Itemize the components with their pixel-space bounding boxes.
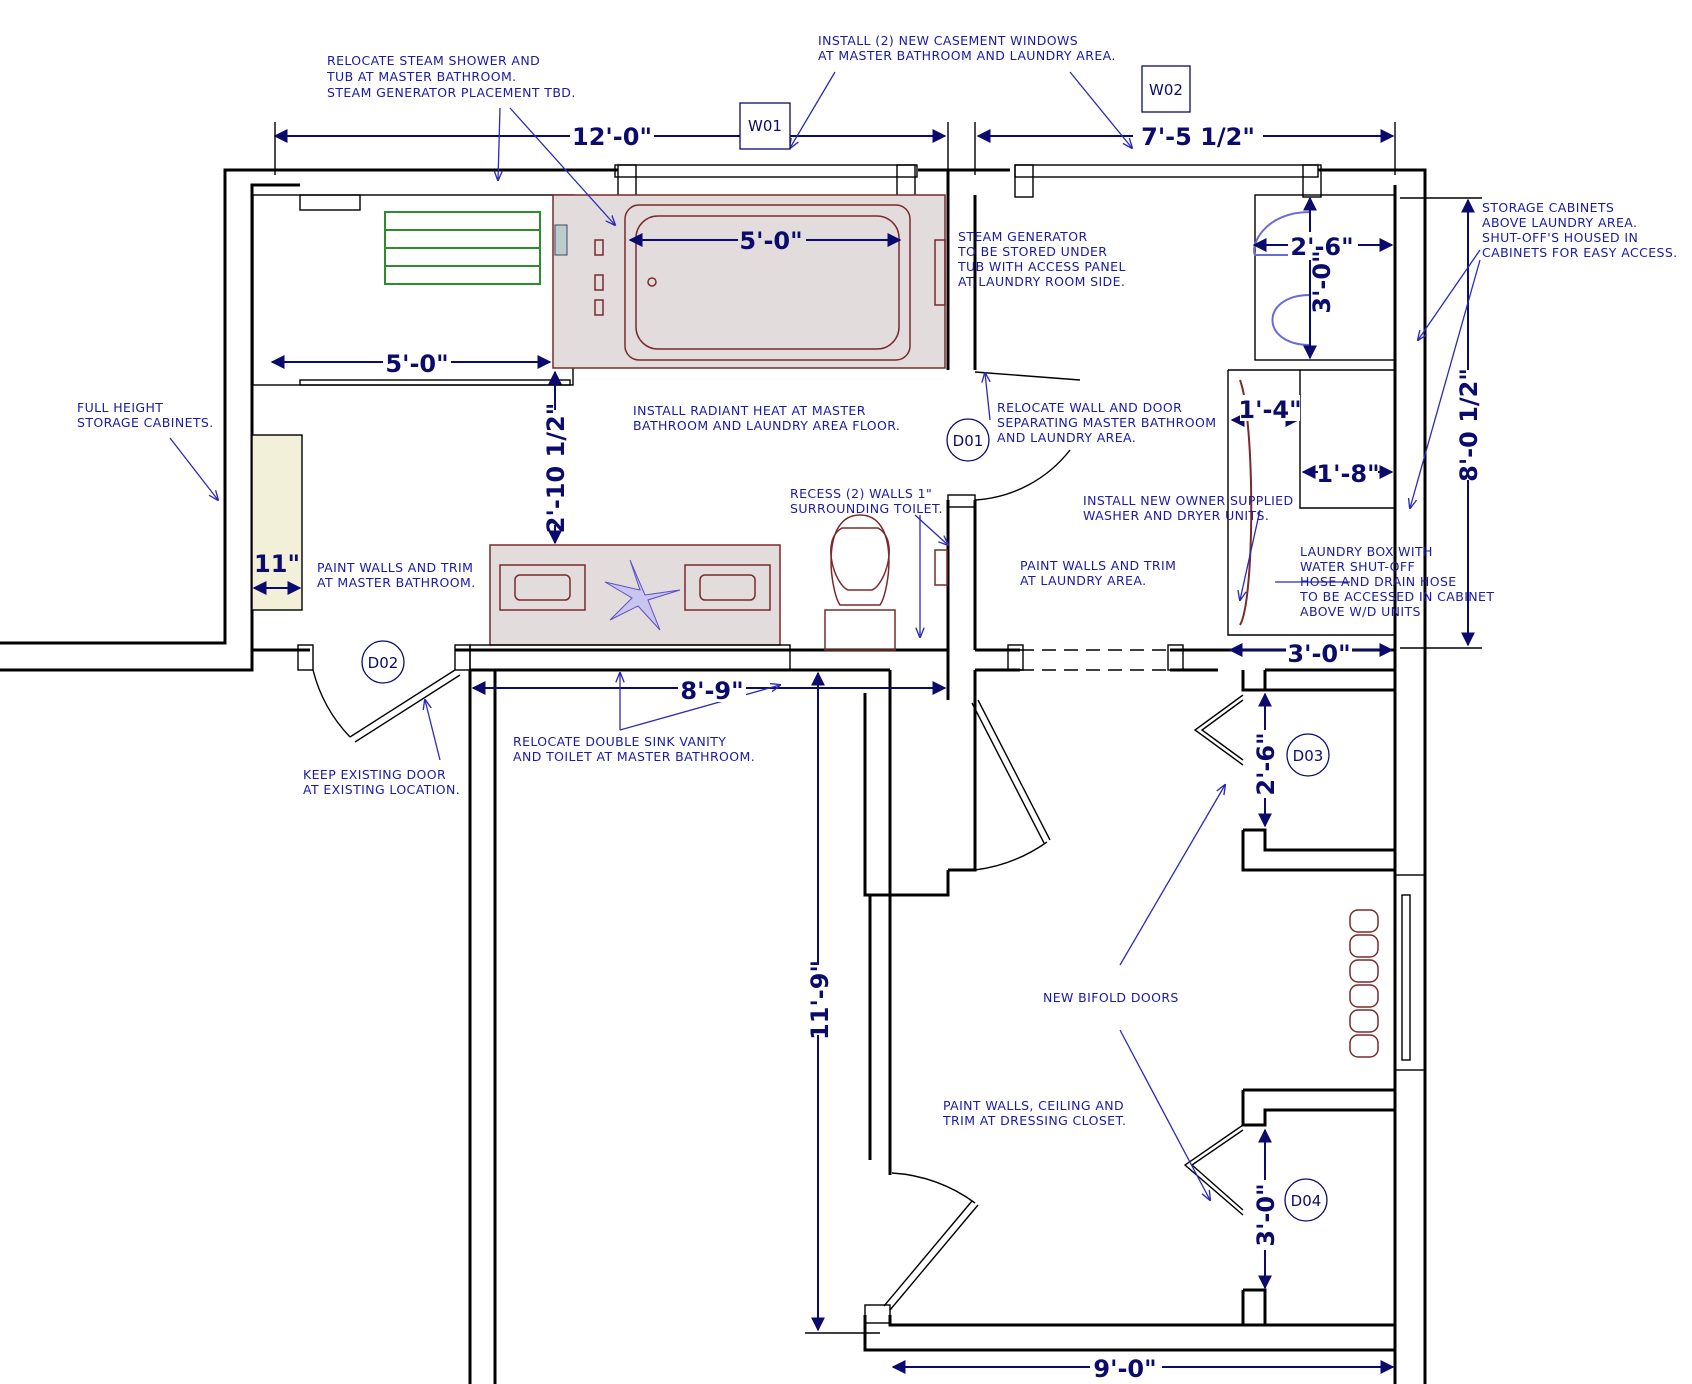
note-storage-laundry: STORAGE CABINETS ABOVE LAUNDRY AREA. SHU… <box>1482 200 1678 260</box>
dim-wd-width: 3'-0" <box>1287 640 1350 668</box>
note-bifold-doors: NEW BIFOLD DOORS <box>1043 990 1179 1005</box>
door-tag-d01-circle <box>946 418 990 462</box>
dim-shower: 5'-0" <box>385 350 448 378</box>
window-tag-w02-box <box>1141 65 1191 113</box>
note-recess-walls: RECESS (2) WALLS 1" SURROUNDING TOILET. <box>790 486 943 516</box>
note-relocate-wall: RELOCATE WALL AND DOOR SEPARATING MASTER… <box>997 400 1221 445</box>
dim-laundry-tall: 8'-0 1/2" <box>1455 368 1483 482</box>
door-tag-d02-circle <box>361 640 405 684</box>
note-laundry-box: LAUNDRY BOX WITH WATER SHUT-OFF HOSE AND… <box>1299 544 1499 619</box>
fixtures <box>251 194 1379 1058</box>
dim-vanity-wall: 8'-9" <box>680 677 743 705</box>
door-tag-d04-circle <box>1284 1178 1328 1222</box>
dim-top-left: 12'-0" <box>572 123 652 151</box>
window-tag-w01: W01 <box>748 117 782 135</box>
door-tag-d03-circle <box>1286 733 1330 777</box>
note-keep-door: KEEP EXISTING DOOR AT EXISTING LOCATION. <box>303 767 460 797</box>
leader-lines <box>169 71 1481 1200</box>
dim-shelf-1-4: 1'-4" <box>1238 396 1301 424</box>
dim-closet-height: 11'-9" <box>806 960 834 1040</box>
toilet <box>824 514 948 651</box>
note-relocate-vanity: RELOCATE DOUBLE SINK VANITY AND TOILET A… <box>513 734 755 764</box>
dim-shelf-1-8: 1'-8" <box>1316 460 1379 488</box>
window-tag-w01-box <box>739 102 791 150</box>
dim-cabinet-11: 11" <box>254 550 300 578</box>
full-height-cabinet <box>251 434 303 611</box>
dim-top-right: 7'-5 1/2" <box>1141 123 1255 151</box>
dim-door-d03: 2'-6" <box>1252 732 1280 795</box>
note-steam-generator: STEAM GENERATOR TO BE STORED UNDER TUB W… <box>957 229 1130 289</box>
window-tag-w02: W02 <box>1149 81 1183 99</box>
note-paint-laundry: PAINT WALLS AND TRIM AT LAUNDRY AREA. <box>1020 558 1181 588</box>
door-tag-d02: D02 <box>368 654 399 672</box>
note-full-height-cabinets: FULL HEIGHT STORAGE CABINETS. <box>77 400 214 430</box>
door-tag-d04: D04 <box>1291 1192 1322 1210</box>
dim-bottom: 9'-0" <box>1093 1355 1156 1383</box>
door-tag-d03: D03 <box>1293 747 1324 765</box>
annotations: RELOCATE STEAM SHOWER AND TUB AT MASTER … <box>77 33 1678 1128</box>
dimension-labels: 12'-0" 7'-5 1/2" 5'-0" 5'-0" 2'-6" 3'-0"… <box>254 120 1483 1383</box>
dim-stack-width: 2'-6" <box>1290 233 1353 261</box>
tags: W01 W02 D01 D02 D03 D04 <box>361 65 1330 1222</box>
tub <box>552 194 946 369</box>
dim-tub: 5'-0" <box>739 227 802 255</box>
note-relocate-steam: RELOCATE STEAM SHOWER AND TUB AT MASTER … <box>326 53 576 100</box>
dim-stack-height: 3'-0" <box>1308 250 1336 313</box>
note-paint-closet: PAINT WALLS, CEILING AND TRIM AT DRESSIN… <box>942 1098 1128 1128</box>
radiator <box>1349 909 1379 1058</box>
note-casement-windows: INSTALL (2) NEW CASEMENT WINDOWS AT MAST… <box>818 33 1116 63</box>
note-washer-dryer: INSTALL NEW OWNER SUPPLIED WASHER AND DR… <box>1083 493 1298 523</box>
note-radiant-heat: INSTALL RADIANT HEAT AT MASTER BATHROOM … <box>633 403 900 433</box>
door-tag-d01: D01 <box>953 432 984 450</box>
dim-door-d04: 3'-0" <box>1252 1183 1280 1246</box>
note-paint-master: PAINT WALLS AND TRIM AT MASTER BATHROOM. <box>317 560 478 590</box>
dim-vanity-gap: 2'-10 1/2" <box>542 403 570 533</box>
